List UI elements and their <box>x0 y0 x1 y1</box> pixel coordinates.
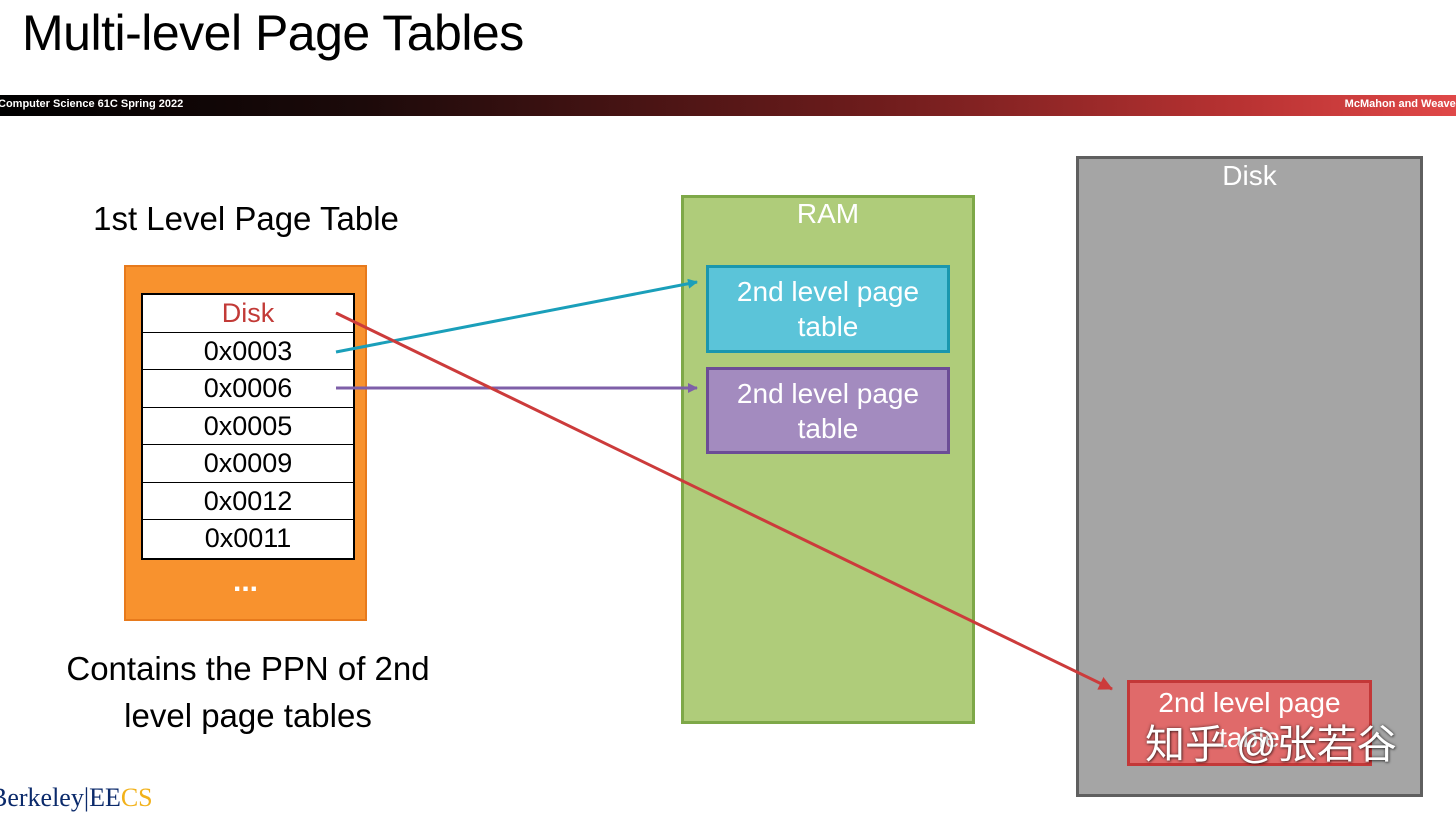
arrow-to-disk-table <box>335 311 1113 691</box>
first-level-heading: 1st Level Page Table <box>93 200 399 237</box>
logo-cs: CS <box>120 783 153 812</box>
pte-row: 0x0011 <box>204 523 292 553</box>
more-entries-ellipsis: ... <box>232 565 258 598</box>
table-label-line-2: table <box>797 412 859 444</box>
logo-berkeley: Berkeley <box>0 783 84 812</box>
logo-ee: EE <box>89 783 121 812</box>
disk-second-level-table: 2nd level page table <box>1127 680 1372 766</box>
pte-row: 0x0006 <box>143 370 353 408</box>
watermark: 知乎 @张若谷 <box>1145 723 1397 767</box>
table-label-line-1: 2nd level page <box>736 377 920 409</box>
banner-course-name: Computer Science 61C Spring 2022 <box>0 98 184 110</box>
caption-line-2: level page tables <box>124 697 372 734</box>
pte-row: 0x0012 <box>143 483 353 520</box>
ram-second-level-table-1: 2nd level page table <box>706 265 950 353</box>
pte-row-disk: Disk <box>143 295 353 333</box>
pte-row: 0x0003 <box>143 333 353 370</box>
arrow-to-ram-table-1 <box>335 278 698 354</box>
course-banner: Computer Science 61C Spring 2022 McMahon… <box>0 95 1456 116</box>
ram-label: RAM <box>796 198 860 229</box>
pte-row: 0x0005 <box>143 408 353 445</box>
berkeley-eecs-logo: Berkeley|EECS <box>0 783 153 813</box>
table-label-line-1: 2nd level page <box>1158 687 1341 718</box>
table-label-line-2: table <box>797 311 859 342</box>
page-table-entries: Disk 0x0003 0x0006 0x0005 0x0009 0x0012 … <box>141 293 355 560</box>
pte-row: 0x0009 <box>143 445 353 483</box>
logo-divider: | <box>83 783 90 812</box>
slide-title: Multi-level Page Tables <box>22 5 524 61</box>
caption-line-1: Contains the PPN of 2nd <box>66 650 430 687</box>
ram-second-level-table-2: 2nd level page table <box>706 367 950 454</box>
table-label-line-2: table <box>1219 722 1280 753</box>
table-label-line-1: 2nd level page <box>736 276 920 307</box>
banner-instructors: McMahon and Weaver <box>1344 98 1456 110</box>
disk-label: Disk <box>1222 160 1277 191</box>
